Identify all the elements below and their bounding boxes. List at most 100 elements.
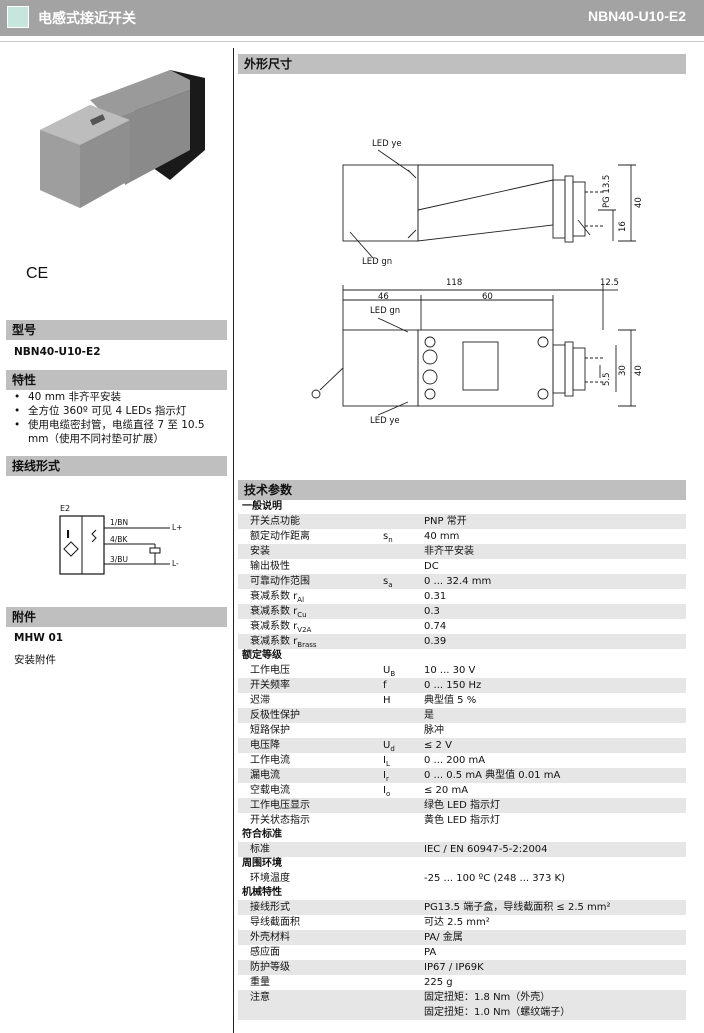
tech-label: 外壳材料 (250, 932, 290, 943)
features-list: 40 mm 非齐平安装 全方位 360º 可见 4 LEDs 指示灯 使用电缆密… (14, 390, 226, 446)
dimensions-heading: 外形尺寸 (238, 54, 686, 74)
tech-label: 重量 (250, 977, 270, 988)
tech-label: 衰减系数 rV2A (250, 621, 312, 634)
tech-symbol: H (383, 695, 391, 706)
tech-label: 工作电流 (250, 755, 290, 766)
tech-value: PA (424, 947, 437, 958)
tech-group-heading: 一般说明 (242, 501, 282, 512)
tech-label: 开关频率 (250, 680, 290, 691)
dim-16: 16 (618, 221, 628, 232)
tech-row: 接线形式 PG13.5 端子盒，导线截面积 ≤ 2.5 mm² (238, 900, 686, 915)
product-photo (40, 70, 205, 208)
header-badge (7, 6, 29, 28)
tech-symbol: sa (383, 576, 393, 589)
dim-40-top: 40 (634, 365, 644, 376)
tech-group-heading: 周围环境 (242, 858, 282, 869)
tech-label: 导线截面积 (250, 917, 300, 928)
tech-label: 电压降 (250, 740, 280, 751)
tech-group-heading: 额定等级 (242, 650, 282, 661)
tech-value: 0.74 (424, 621, 447, 632)
dim-118: 118 (446, 278, 463, 288)
tech-row: 标准 IEC / EN 60947-5-2:2004 (238, 842, 686, 857)
tech-label: 接线形式 (250, 902, 290, 913)
tech-symbol: Ir (383, 770, 389, 783)
accessory-heading: 附件 (6, 607, 227, 627)
feature-item: 40 mm 非齐平安装 (14, 390, 226, 404)
tech-row: 重量 225 g (238, 975, 686, 990)
feature-item: 全方位 360º 可见 4 LEDs 指示灯 (14, 404, 226, 418)
tech-value: 是 (424, 710, 434, 721)
tech-label: 开关点功能 (250, 516, 300, 527)
tech-row: 环境温度-25 ... 100 ºC (248 ... 373 K) (238, 871, 686, 886)
tech-value: 0.39 (424, 636, 447, 647)
tech-label: 衰减系数 rCu (250, 606, 307, 619)
wiring-pin4: 4/BK (110, 535, 128, 544)
tech-value: 固定扭矩：1.8 Nm（外壳）固定扭矩：1.0 Nm（螺纹端子） (424, 992, 571, 1018)
dimension-svg (311, 149, 636, 416)
dim-40-side: 40 (634, 197, 644, 208)
tech-row: 额定动作距离 sn 40 mm (238, 529, 686, 544)
tech-value: PG13.5 端子盒，导线截面积 ≤ 2.5 mm² (424, 902, 611, 913)
header-divider (0, 41, 704, 42)
tech-value: IP67 / IP69K (424, 962, 484, 973)
column-divider (233, 48, 234, 1033)
tech-row: 衰减系数 rV2A 0.74 (238, 619, 686, 634)
tech-label: 漏电流 (250, 770, 280, 781)
tech-value: -25 ... 100 ºC (248 ... 373 K) (424, 873, 565, 884)
tech-value: 绿色 LED 指示灯 (424, 800, 500, 811)
feature-item: 使用电缆密封管，电缆直径 7 至 10.5 mm（使用不同衬垫可扩展） (14, 418, 226, 446)
tech-row: 外壳材料 PA/ 金属 (238, 930, 686, 945)
tech-row: 开关状态指示黄色 LED 指示灯 (238, 813, 686, 828)
dim-46: 46 (378, 292, 389, 302)
tech-value: 黄色 LED 指示灯 (424, 815, 500, 826)
wiring-lminus: L- (172, 559, 179, 568)
tech-label: 额定动作距离 (250, 531, 310, 542)
led-gn-label-2: LED gn (370, 306, 401, 316)
tech-row: 短路保护脉冲 (238, 723, 686, 738)
tech-row: 安装非齐平安装 (238, 544, 686, 559)
wiring-pin1: 1/BN (110, 518, 129, 527)
tech-label: 标准 (250, 844, 270, 855)
tech-label: 安装 (250, 546, 270, 557)
tech-label: 防护等级 (250, 962, 290, 973)
features-heading: 特性 (6, 370, 227, 390)
tech-value: ≤ 20 mA (424, 785, 469, 796)
tech-row: 工作电压显示绿色 LED 指示灯 (238, 798, 686, 813)
dim-5-5: 5.5 (602, 372, 612, 386)
tech-symbol: UB (383, 665, 396, 678)
tech-label: 衰减系数 rAl (250, 591, 305, 604)
accessory-name: MHW 01 (14, 632, 64, 644)
tech-group-heading: 机械特性 (242, 887, 282, 898)
tech-value: 典型值 5 % (424, 695, 477, 706)
tech-symbol: Ud (383, 740, 395, 753)
tech-heading: 技术参数 (238, 480, 686, 500)
tech-symbol: f (383, 680, 387, 691)
tech-value: 40 mm (424, 531, 460, 542)
wiring-lplus: L+ (172, 523, 183, 532)
led-ye-label-1: LED ye (372, 139, 402, 149)
tech-value: 225 g (424, 977, 453, 988)
page-header: 电感式接近开关 NBN40-U10-E2 (0, 0, 704, 36)
tech-label: 短路保护 (250, 725, 290, 736)
wiring-pin3: 3/BU (110, 555, 128, 564)
tech-value: PA/ 金属 (424, 932, 463, 943)
tech-label: 可靠动作范围 (250, 576, 310, 587)
tech-row: 开关点功能 PNP 常开 (238, 514, 686, 529)
led-gn-label-1: LED gn (362, 257, 393, 267)
tech-label: 反极性保护 (250, 710, 300, 721)
tech-value: PNP 常开 (424, 516, 467, 527)
tech-symbol: sn (383, 531, 393, 544)
tech-label: 输出极性 (250, 561, 290, 572)
tech-value: IEC / EN 60947-5-2:2004 (424, 844, 548, 855)
tech-value: DC (424, 561, 439, 572)
wiring-diagram: E2 I 1/BN 4/BK 3/BU L+ L- (40, 500, 190, 580)
led-ye-label-2: LED ye (370, 416, 400, 426)
wiring-label: E2 (60, 504, 71, 513)
tech-row: 防护等级 IP67 / IP69K (238, 960, 686, 975)
